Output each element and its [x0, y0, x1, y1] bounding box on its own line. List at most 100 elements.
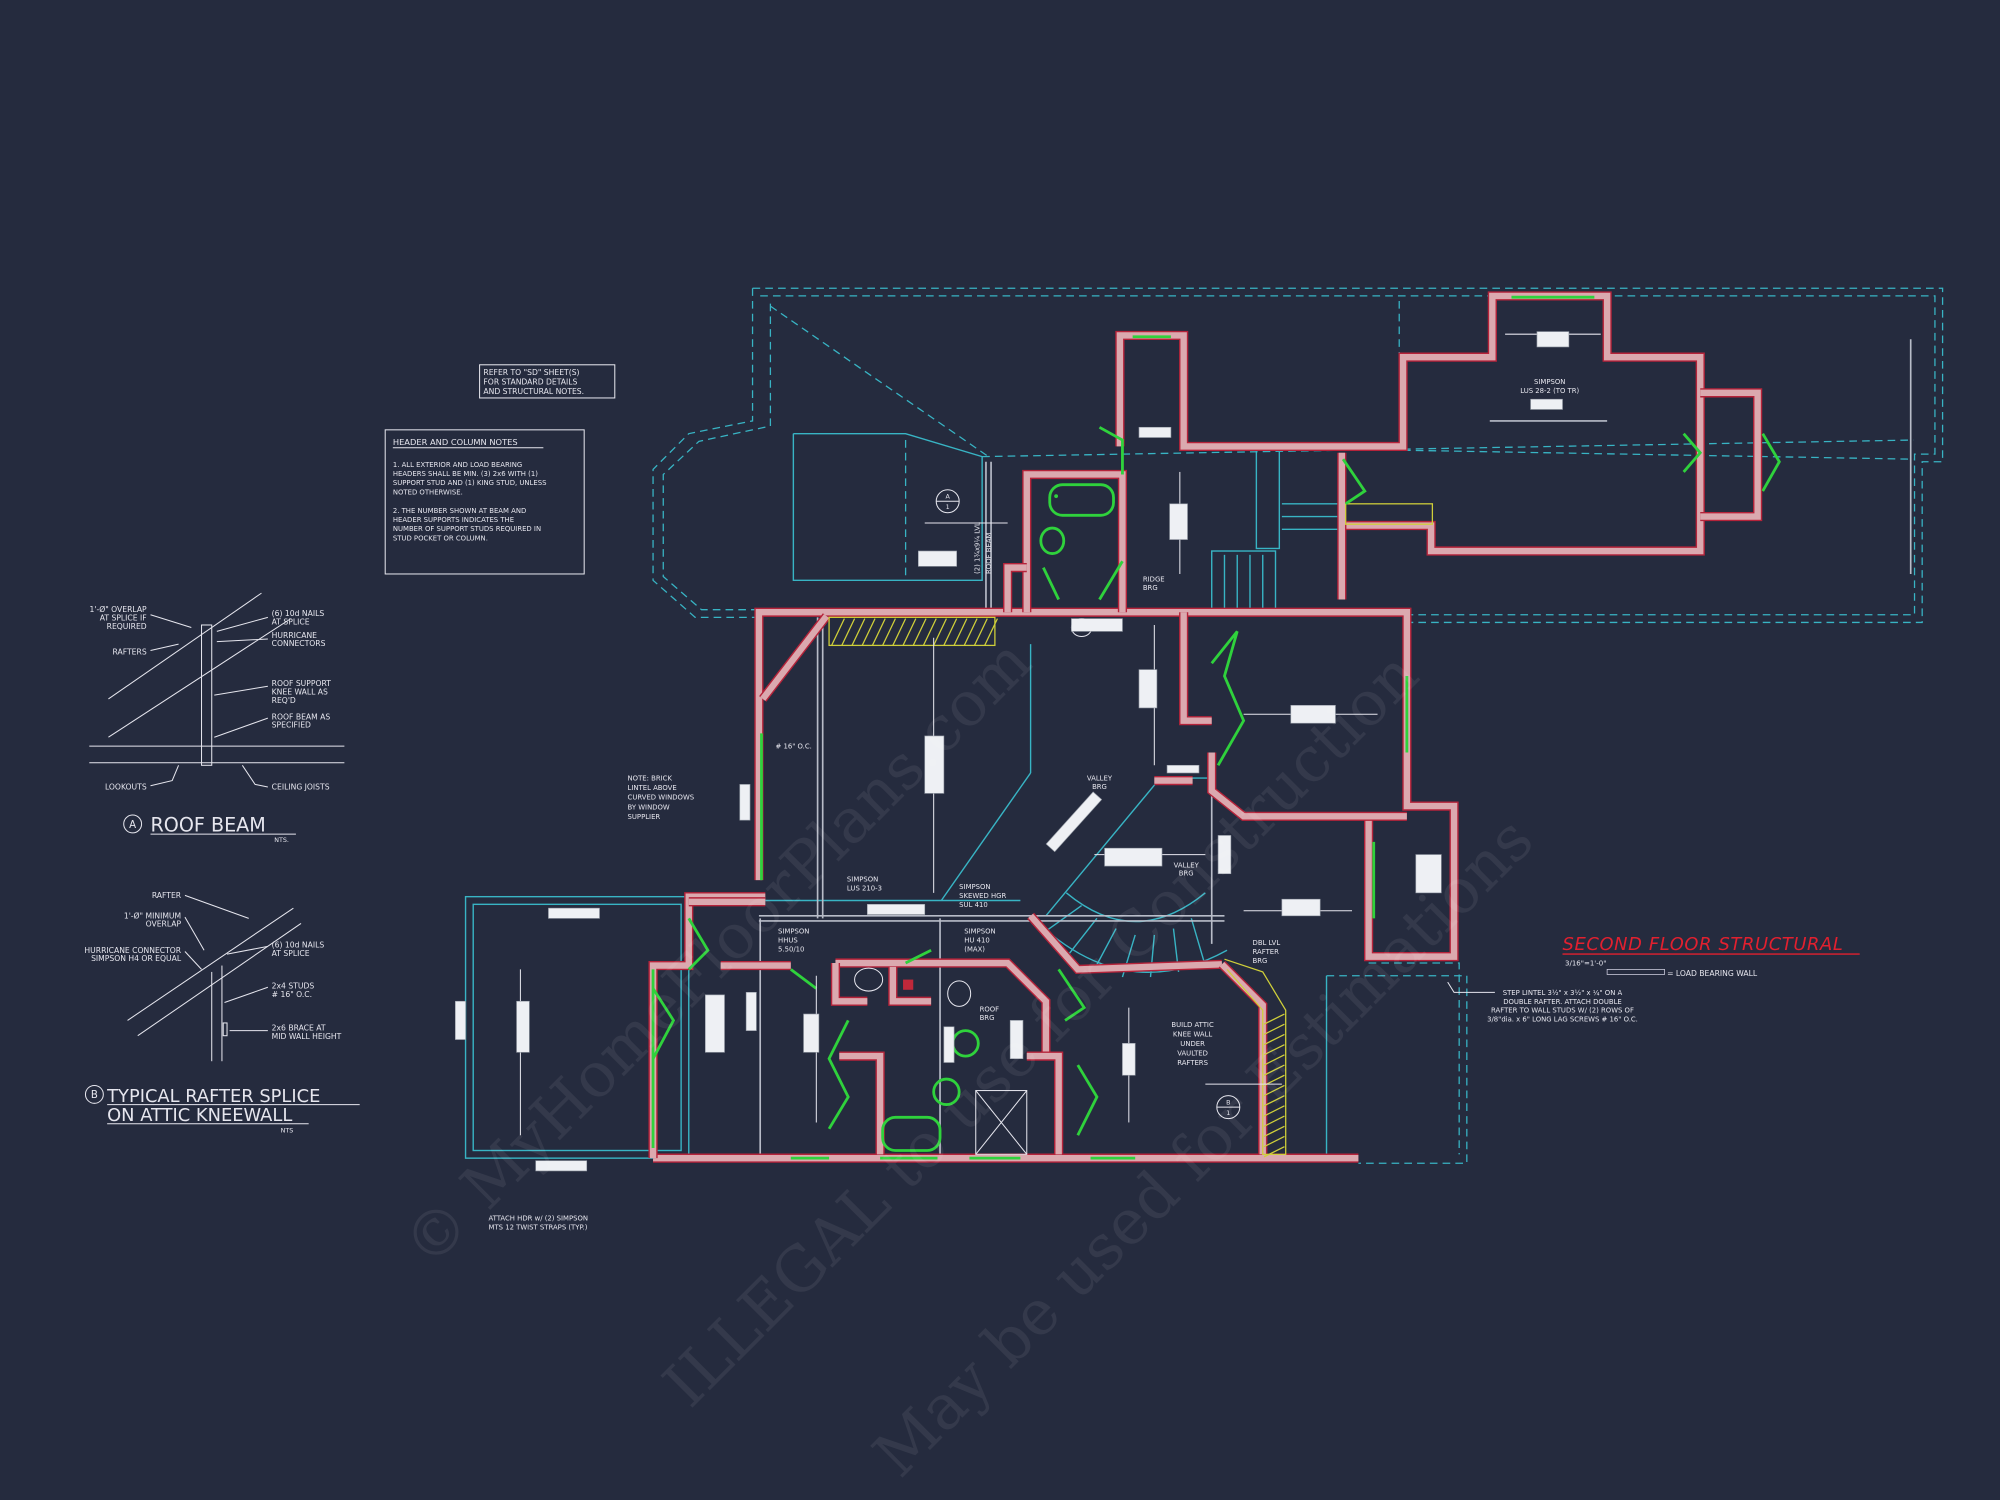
load-bearing-wall	[1116, 292, 1704, 555]
plan-labels-simpson-lus-28-text: LUS 28-2 (TO TR)	[1520, 387, 1579, 395]
plan-labels-simpson-hu-text: SIMPSON	[964, 928, 995, 936]
notes-header-lines-text: SUPPORT STUD AND (1) KING STUD, UNLESS	[393, 479, 547, 487]
plan-labels-brick-lintel-text: NOTE: BRICK	[628, 775, 673, 783]
plan-labels-simpson-skewed-text: SUL 410	[959, 901, 988, 909]
detail-b-marker-text: B	[91, 1090, 98, 1101]
section-marker-b	[1205, 1083, 1282, 1120]
section-markers-1-letter-text: B	[1226, 1099, 1230, 1107]
detail-a-knee-wall-text: REQ'D	[272, 696, 296, 705]
detail-b-studs-text: 2x4 STUDS	[272, 982, 315, 991]
beam-size-tags	[455, 331, 1570, 1172]
notes-step-lintel-text: 3/8"dia. x 6" LONG LAG SCREWS # 16" O.C.	[1487, 1016, 1638, 1024]
plan-labels-simpson-lus-210-text: LUS 210-3	[847, 884, 882, 892]
section-markers-0-sheet-text: 1	[946, 503, 950, 511]
detail-a-knee-wall-text: ROOF SUPPORT	[272, 679, 332, 688]
plan-labels-simpson-lus-210-text: SIMPSON	[847, 875, 878, 883]
notes-header-lines-text: STUD POCKET OR COLUMN.	[393, 534, 488, 542]
plan-labels-simpson-lus-28-text: SIMPSON	[1534, 378, 1565, 386]
beam-size-tag	[1122, 1043, 1136, 1076]
plan-labels-simpson-hu-text: (MAX)	[964, 946, 985, 954]
notes-refer-text: AND STRUCTURAL NOTES.	[483, 387, 584, 396]
detail-a-lookouts-text: LOOKOUTS	[105, 783, 147, 792]
beam-size-tag	[867, 904, 926, 915]
notes-header-lines-text: NOTED OTHERWISE.	[393, 488, 463, 496]
beam-size-tag	[739, 784, 751, 821]
notes-header-lines-text: HEADER SUPPORTS INDICATES THE	[393, 516, 514, 524]
detail-b-hurricane-text: HURRICANE CONNECTOR	[84, 946, 181, 955]
beam-size-tag	[1169, 503, 1188, 540]
detail-b-rafter-text: RAFTER	[152, 891, 182, 900]
plan-labels-dbl-lvl-text: DBL LVL	[1253, 939, 1281, 947]
load-bearing-wall	[889, 966, 932, 1005]
wall-outline	[1179, 612, 1212, 726]
plan-labels-brick-lintel-text: BY WINDOW	[628, 803, 670, 811]
beam-size-tag	[1138, 669, 1158, 709]
section-markers-1-sheet-text: 1	[1226, 1109, 1230, 1117]
beam-size-tag	[1536, 331, 1570, 348]
beam-size-tag	[924, 735, 945, 794]
detail-a-marker-text: A	[129, 820, 136, 831]
plan-labels-brick-lintel-text: CURVED WINDOWS	[628, 794, 695, 802]
notes-header-lines-text: NUMBER OF SUPPORT STUDS REQUIRED IN	[393, 525, 541, 533]
plan-labels-knee-wall-text: KNEE WALL	[1173, 1030, 1212, 1038]
sheet-scale-text: 3/16"=1'-0"	[1565, 959, 1606, 968]
beam-size-tag	[918, 550, 957, 567]
load-bearing-wall	[755, 609, 1458, 960]
plan-labels-valley-brg-1-text: VALLEY	[1087, 775, 1113, 783]
notes-refer-text: FOR STANDARD DETAILS	[483, 378, 577, 387]
plan-labels-brick-lintel-text: LINTEL ABOVE	[628, 784, 677, 792]
notes-attach-hdr-text: MTS 12 TWIST STRAPS (TYP.)	[489, 1224, 588, 1232]
detail-a-marker	[123, 814, 143, 834]
detail-a-overlap-text: REQUIRED	[107, 622, 147, 631]
detail-a-nails-text: AT SPLICE	[272, 617, 310, 626]
watermark-text: © MyHomeFloorPlans.com	[389, 624, 1045, 1280]
plan-labels-brick-lintel-text: SUPPLIER	[628, 813, 661, 821]
sheet-legend-label-text: = LOAD BEARING WALL	[1667, 969, 1758, 978]
plan-labels-roof-beam-text: (2) 1¾x9¼ LVL	[974, 522, 982, 574]
load-bearing-wall	[1700, 389, 1761, 520]
detail-a-beam-text: ROOF BEAM AS	[272, 712, 331, 721]
load-bearing-wall	[1026, 1052, 1062, 1155]
load-bearing-wall	[1028, 913, 1223, 973]
notes-step-lintel-text: STEP LINTEL 3½" x 3½" x ¼" ON A	[1503, 989, 1623, 997]
beam-size-tag	[535, 1160, 588, 1172]
load-bearing-wall	[835, 959, 1050, 1057]
detail-b-brace-text: 2x6 BRACE AT	[272, 1024, 326, 1033]
plan-labels-knee-wall-text: UNDER	[1180, 1040, 1205, 1048]
beam-size-tag	[705, 994, 725, 1053]
beam-size-tag	[1166, 764, 1200, 774]
beam-size-tag	[1217, 835, 1232, 875]
beam-size-tag	[745, 992, 757, 1031]
beam-size-tag	[1009, 1020, 1024, 1059]
load-bearing-wall	[1180, 612, 1212, 724]
detail-b-marker	[84, 1084, 104, 1104]
beam-size-tag	[803, 1013, 820, 1053]
plan-labels-dbl-lvl-text: BRG	[1253, 957, 1268, 965]
text-layer: REFER TO "SD" SHEET(S)FOR STANDARD DETAI…	[84, 368, 1842, 1232]
notes-header-title-text: HEADER AND COLUMN NOTES	[393, 437, 518, 447]
detail-b-nails-text: AT SPLICE	[272, 949, 310, 958]
plan-labels-valley-brg-2-text: VALLEY	[1174, 861, 1200, 869]
wall-outline	[1700, 388, 1763, 522]
beam-size-tag	[455, 1000, 466, 1040]
notes-header-lines-text: HEADERS SHALL BE MIN. (3) 2x6 WITH (1)	[393, 470, 538, 478]
plan-labels-dbl-lvl-text: RAFTER	[1253, 948, 1280, 956]
detail-a-roof-beam	[89, 592, 345, 835]
detail-b-brace-text: MID WALL HEIGHT	[272, 1032, 342, 1041]
detail-a-title-text: ROOF BEAM	[151, 814, 266, 837]
beam-size-tag	[1104, 847, 1163, 867]
detail-b-rafter-splice	[84, 894, 360, 1125]
notes-header-lines-text: 1. ALL EXTERIOR AND LOAD BEARING	[393, 461, 522, 469]
section-marker-a	[924, 489, 1008, 524]
plan-labels-simpson-hhus-text: HHUS	[778, 937, 798, 945]
detail-b-overlap-text: OVERLAP	[146, 920, 182, 929]
wall-outline	[1115, 291, 1705, 556]
plan-labels-simpson-hu-text: HU 410	[964, 937, 990, 945]
detail-b-hurricane-text: SIMPSON H4 OR EQUAL	[91, 954, 182, 963]
detail-b-overlap-text: 1'-Ø" MINIMUM	[124, 911, 181, 920]
plan-labels-valley-brg-2-text: BRG	[1179, 870, 1194, 878]
notes-attach-hdr-text: ATTACH HDR w/ (2) SIMPSON	[489, 1215, 589, 1223]
section-markers-0-letter-text: A	[946, 493, 951, 501]
